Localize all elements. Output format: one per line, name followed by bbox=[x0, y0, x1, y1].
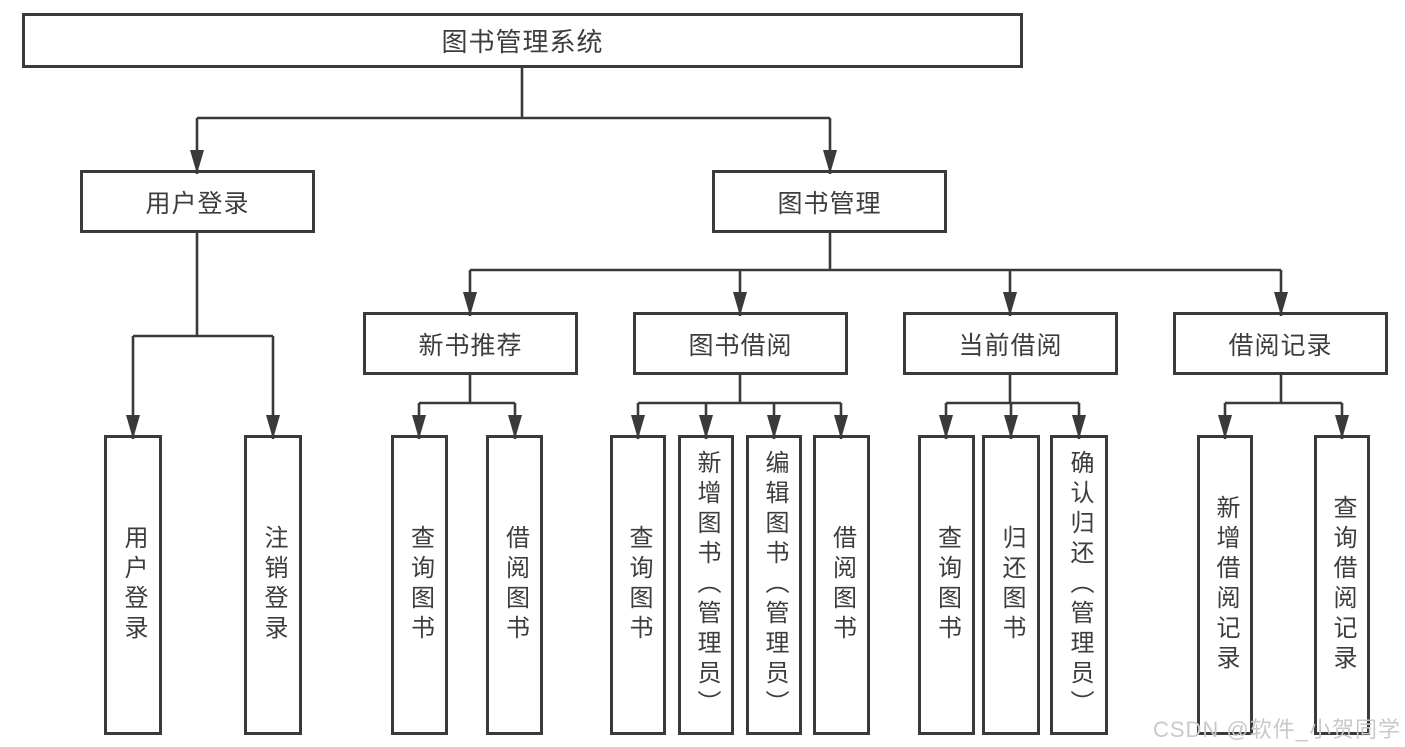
node-leaf-confirm-return-admin: 确认归还（管理员） bbox=[1050, 435, 1108, 735]
node-borrow-records: 借阅记录 bbox=[1173, 312, 1388, 375]
node-leaf-borrow-book-1: 借阅图书 bbox=[486, 435, 543, 735]
node-leaf-query-book-1: 查询图书 bbox=[391, 435, 448, 735]
node-current-borrow: 当前借阅 bbox=[903, 312, 1118, 375]
node-user-login: 用户登录 bbox=[80, 170, 315, 233]
node-leaf-add-book-admin: 新增图书（管理员） bbox=[678, 435, 734, 735]
node-leaf-logout: 注销登录 bbox=[244, 435, 302, 735]
node-book-management: 图书管理 bbox=[712, 170, 947, 233]
node-leaf-add-borrow-record: 新增借阅记录 bbox=[1197, 435, 1253, 735]
node-leaf-query-book-3: 查询图书 bbox=[918, 435, 975, 735]
node-root-title: 图书管理系统 bbox=[22, 13, 1023, 68]
connector-arrows bbox=[126, 118, 1349, 439]
node-leaf-query-book-2: 查询图书 bbox=[610, 435, 666, 735]
node-leaf-borrow-book-2: 借阅图书 bbox=[813, 435, 870, 735]
watermark: CSDN @软件_小贺同学 bbox=[1152, 717, 1401, 742]
node-leaf-user-login: 用户登录 bbox=[104, 435, 162, 735]
node-leaf-query-borrow-record: 查询借阅记录 bbox=[1314, 435, 1370, 735]
node-new-book-recommend: 新书推荐 bbox=[363, 312, 578, 375]
node-leaf-edit-book-admin: 编辑图书（管理员） bbox=[746, 435, 802, 735]
node-book-borrow: 图书借阅 bbox=[633, 312, 848, 375]
node-leaf-return-book: 归还图书 bbox=[982, 435, 1040, 735]
